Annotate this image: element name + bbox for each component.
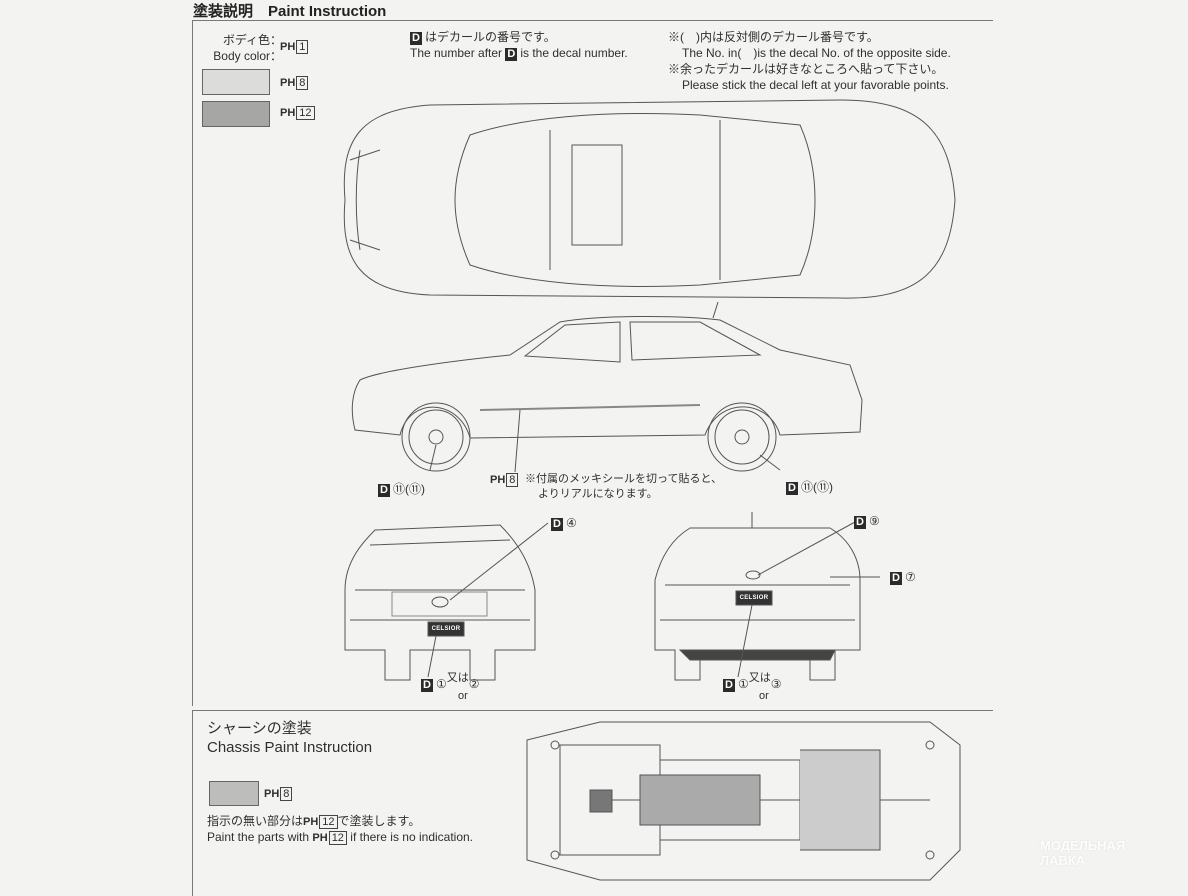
car-front-view bbox=[344, 522, 549, 681]
chassis-drawing bbox=[526, 721, 961, 881]
paint-instruction-frame bbox=[192, 20, 993, 706]
rear-or: or bbox=[759, 690, 769, 702]
page-title: 塗装説明 Paint Instruction bbox=[193, 3, 387, 20]
opposite-note-en: The No. in( )is the decal No. of the opp… bbox=[682, 46, 951, 60]
chassis-title-jp: シャーシの塗装 bbox=[207, 720, 312, 737]
chassis-swatch bbox=[209, 781, 259, 806]
opposite-note-jp: ※( )内は反対側のデカール番号です。 bbox=[668, 30, 879, 44]
trim-note-1: ※付属のメッキシールを切って貼ると、 bbox=[525, 473, 723, 485]
body-color-label-jp: ボディ色： bbox=[222, 33, 282, 47]
trim-note-2: よりリアルになります。 bbox=[538, 488, 658, 500]
leftover-note-jp: ※余ったデカールは好きなところへ貼って下さい。 bbox=[668, 62, 944, 76]
chassis-title-en: Chassis Paint Instruction bbox=[207, 739, 373, 756]
chassis-instruction-frame bbox=[192, 710, 993, 896]
car-rear-view bbox=[654, 512, 880, 681]
front-or: or bbox=[458, 690, 468, 702]
car-side-view bbox=[351, 301, 863, 473]
front-license-plate-text: CELSIOR bbox=[431, 626, 461, 632]
car-top-view bbox=[343, 99, 956, 299]
paint-swatch-dark bbox=[202, 101, 270, 127]
leftover-note-en: Please stick the decal left at your favo… bbox=[682, 78, 949, 92]
body-color-label-en: Body color： bbox=[213, 49, 282, 63]
rear-license-plate-text: CELSIOR bbox=[739, 595, 769, 601]
paint-swatch-light bbox=[202, 69, 270, 95]
